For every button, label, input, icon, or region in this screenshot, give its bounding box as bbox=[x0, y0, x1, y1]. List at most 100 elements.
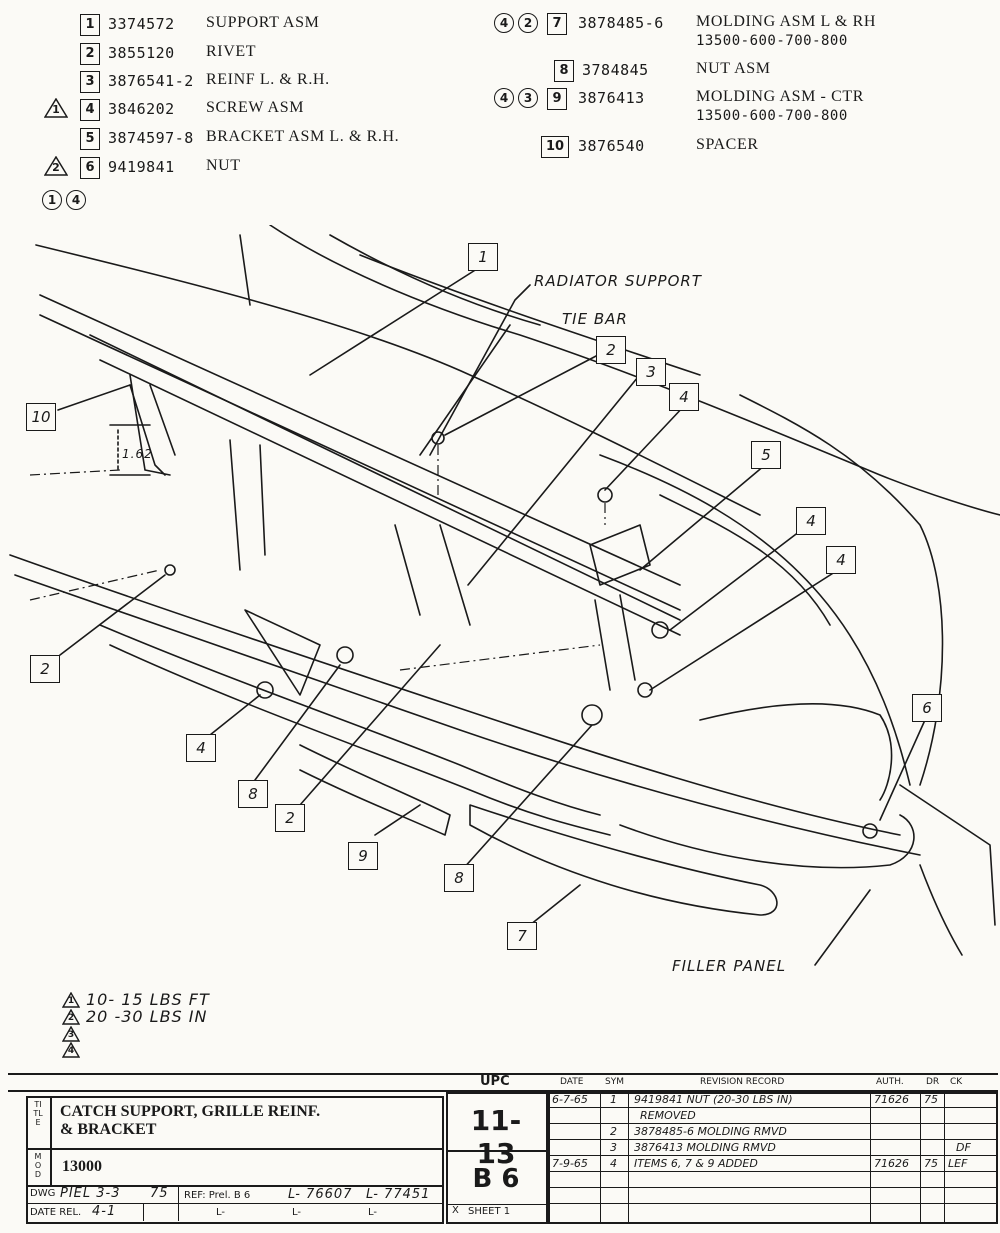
sheet-number: SHEET 1 bbox=[468, 1206, 511, 1217]
callout-box: 4 bbox=[669, 383, 699, 411]
part-number: 3846202 bbox=[108, 100, 175, 118]
callout-box: 4 bbox=[796, 507, 826, 535]
part-number: 9419841 bbox=[108, 158, 175, 176]
revision-note-circle: 4 bbox=[494, 88, 514, 108]
item-box: 10 bbox=[541, 136, 569, 158]
ref-l5: L- bbox=[368, 1207, 378, 1218]
torque-delta-icon: 1 bbox=[61, 991, 81, 1008]
model-range: 13500-600-700-800 bbox=[696, 33, 848, 49]
ref-l1: L- 76607 bbox=[288, 1187, 353, 1202]
part-number: 3876540 bbox=[578, 137, 645, 155]
part-number: 3876541-2 bbox=[108, 72, 194, 90]
torque-note-text: 10- 15 LBS FT bbox=[86, 990, 210, 1009]
rev-record: ITEMS 6, 7 & 9 ADDED bbox=[634, 1157, 758, 1170]
upc-header: UPC bbox=[480, 1074, 510, 1089]
rev-record: 3878485-6 MOLDING RMVD bbox=[634, 1125, 787, 1138]
callout-box: 8 bbox=[444, 864, 474, 892]
callout-box: 3 bbox=[636, 358, 666, 386]
part-number: 3784845 bbox=[582, 61, 649, 79]
callout-box: 7 bbox=[507, 922, 537, 950]
part-number: 3876413 bbox=[578, 89, 645, 107]
callout-box: 4 bbox=[826, 546, 856, 574]
ref-l4: L- bbox=[292, 1207, 302, 1218]
part-description: MOLDING ASM - CTR bbox=[696, 88, 864, 105]
rev-header-ck: CK bbox=[950, 1077, 963, 1087]
rev-sym: 1 bbox=[610, 1093, 617, 1106]
callout-box: 1 bbox=[468, 243, 498, 271]
torque-note-text: 20 -30 LBS IN bbox=[86, 1007, 208, 1026]
part-description: REINF L. & R.H. bbox=[206, 71, 330, 88]
rev-header-dr: DR bbox=[926, 1077, 940, 1087]
torque-delta-icon: 4 bbox=[61, 1041, 81, 1058]
item-box: 5 bbox=[80, 128, 100, 150]
torque-delta-icon: 2 bbox=[43, 155, 69, 176]
part-description: RIVET bbox=[206, 43, 257, 60]
revision-note-circle: 4 bbox=[66, 190, 86, 210]
rev-dr: 75 bbox=[924, 1157, 938, 1170]
callout-box: 8 bbox=[238, 780, 268, 808]
rev-auth: 71626 bbox=[874, 1157, 909, 1170]
callout-box: 9 bbox=[348, 842, 378, 870]
part-description: NUT ASM bbox=[696, 60, 771, 77]
drawing-title-line2: & BRACKET bbox=[60, 1121, 157, 1138]
callout-box: 2 bbox=[30, 655, 60, 683]
torque-delta-icon: 3 bbox=[61, 1025, 81, 1042]
part-description: MOLDING ASM L & RH bbox=[696, 13, 876, 30]
callout-box: 10 bbox=[26, 403, 56, 431]
part-description: SUPPORT ASM bbox=[206, 14, 320, 31]
dwg-value: PIEL 3-3 bbox=[60, 1186, 121, 1201]
exploded-diagram bbox=[9, 225, 1000, 966]
rev-record: 3876413 MOLDING RMVD bbox=[634, 1141, 776, 1154]
callout-box: 6 bbox=[912, 694, 942, 722]
rev-header-date: DATE bbox=[560, 1077, 584, 1087]
item-box: 3 bbox=[80, 71, 100, 93]
title-side-label: TITLE bbox=[33, 1100, 43, 1127]
rev-dr: 75 bbox=[924, 1093, 938, 1106]
part-number: 3855120 bbox=[108, 44, 175, 62]
part-number: 3874597-8 bbox=[108, 129, 194, 147]
revision-note-circle: 1 bbox=[42, 190, 62, 210]
callout-box: 4 bbox=[186, 734, 216, 762]
rev-auth: 71626 bbox=[874, 1093, 909, 1106]
date-rel-label: DATE REL. bbox=[30, 1207, 82, 1218]
ref-text: REF: Prel. B 6 bbox=[184, 1190, 251, 1201]
rev-header-auth: AUTH. bbox=[876, 1077, 904, 1087]
revision-note-circle: 3 bbox=[518, 88, 538, 108]
ref-l3: L- bbox=[216, 1207, 226, 1218]
rev-date: 6-7-65 bbox=[552, 1093, 588, 1106]
callout-box: 5 bbox=[751, 441, 781, 469]
callout-box: 2 bbox=[596, 336, 626, 364]
rev-header-record: REVISION RECORD bbox=[700, 1077, 785, 1087]
rev-header-sym: SYM bbox=[605, 1077, 624, 1087]
item-box: 7 bbox=[547, 13, 567, 35]
group-code: B 6 bbox=[472, 1164, 520, 1194]
rev-sym: 3 bbox=[610, 1141, 617, 1154]
torque-delta-icon: 1 bbox=[43, 97, 69, 118]
radiator-support-label: RADIATOR SUPPORT bbox=[534, 272, 702, 290]
item-box: 6 bbox=[80, 157, 100, 179]
dwg-label: DWG bbox=[30, 1188, 56, 1199]
rev-ck: LEF bbox=[948, 1157, 968, 1170]
rev-record: 9419841 NUT (20-30 LBS IN) bbox=[634, 1093, 793, 1106]
part-description: NUT bbox=[206, 157, 241, 174]
rev-sym: 2 bbox=[610, 1125, 617, 1138]
part-description: BRACKET ASM L. & R.H. bbox=[206, 128, 400, 145]
rev-date: 7-9-65 bbox=[552, 1157, 588, 1170]
callout-box: 2 bbox=[275, 804, 305, 832]
model-range: 13500-600-700-800 bbox=[696, 108, 848, 124]
dwg-init: 75 bbox=[150, 1186, 169, 1201]
sheet-mark: X bbox=[452, 1205, 459, 1216]
revision-note-circle: 4 bbox=[494, 13, 514, 33]
item-box: 4 bbox=[80, 99, 100, 121]
part-number: 3374572 bbox=[108, 15, 175, 33]
drawing-title-line1: CATCH SUPPORT, GRILLE REINF. bbox=[60, 1103, 321, 1120]
part-description: SPACER bbox=[696, 136, 759, 153]
revision-note-circle: 2 bbox=[518, 13, 538, 33]
mod-side-label: MOD bbox=[34, 1152, 42, 1179]
dimension-label: 1.62 bbox=[122, 447, 153, 461]
part-number: 3878485-6 bbox=[578, 14, 664, 32]
item-box: 1 bbox=[80, 14, 100, 36]
item-box: 2 bbox=[80, 43, 100, 65]
date-rel-value: 4-1 bbox=[92, 1204, 117, 1219]
rev-record: REMOVED bbox=[640, 1109, 696, 1122]
